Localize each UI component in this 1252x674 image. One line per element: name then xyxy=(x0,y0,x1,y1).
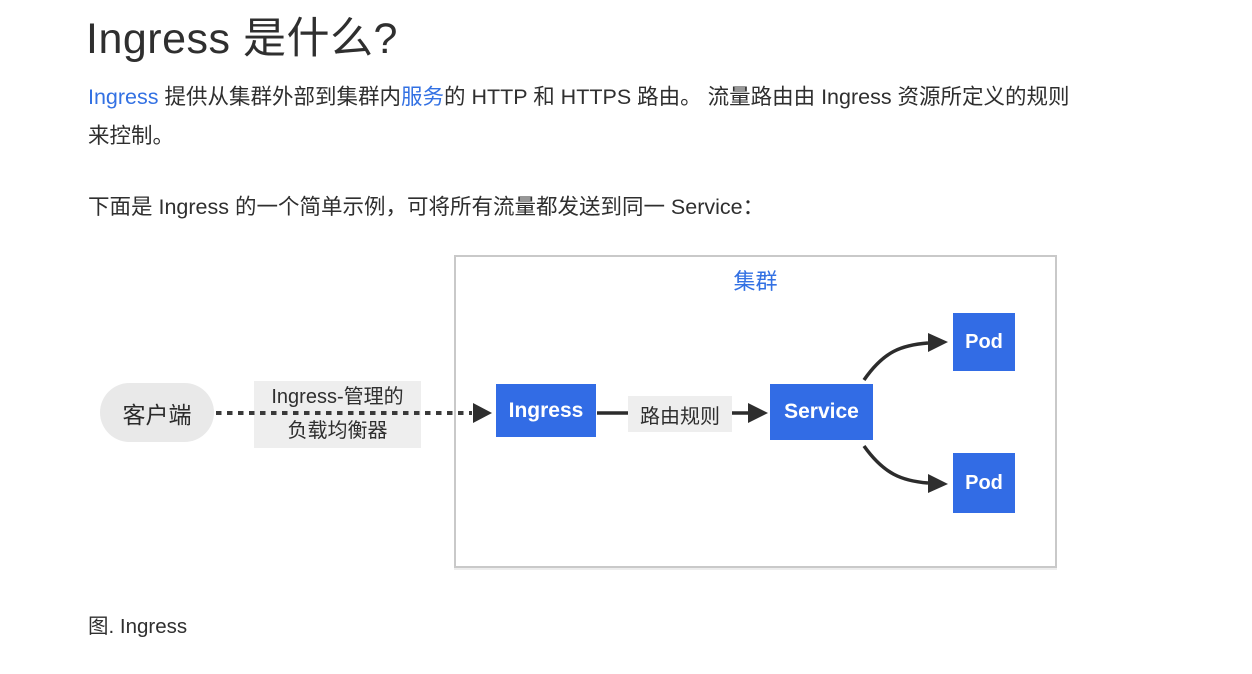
example-lead-text: 下面是 Ingress 的一个简单示例，可将所有流量都发送到同一 Service… xyxy=(88,195,765,219)
client-node: 客户端 xyxy=(100,383,214,442)
ingress-node-label: Ingress xyxy=(508,398,584,422)
intro-text-1: 提供从集群外部到集群内 xyxy=(158,85,401,109)
pod-node-top-label: Pod xyxy=(965,330,1003,353)
pod-node-top: Pod xyxy=(953,313,1015,371)
load-balancer-label: Ingress-管理的 负载均衡器 xyxy=(254,381,421,448)
load-balancer-label-line2: 负载均衡器 xyxy=(287,419,388,442)
load-balancer-label-line1: Ingress-管理的 xyxy=(271,386,404,408)
ingress-link[interactable]: Ingress xyxy=(88,85,159,109)
figure-caption: 图. Ingress xyxy=(88,615,188,638)
service-link[interactable]: 服务 xyxy=(401,85,445,109)
service-node-label: Service xyxy=(784,400,859,423)
ingress-node: Ingress xyxy=(496,384,596,437)
intro-paragraph: Ingress 提供从集群外部到集群内服务的 HTTP 和 HTTPS 路由。 … xyxy=(88,78,1080,156)
page-title: Ingress 是什么? xyxy=(86,15,398,63)
client-node-label: 客户端 xyxy=(122,401,192,428)
cluster-label: 集群 xyxy=(733,269,778,294)
pod-node-bottom-label: Pod xyxy=(965,471,1003,494)
route-rule-label: 路由规则 xyxy=(628,396,732,432)
service-node: Service xyxy=(770,384,873,440)
pod-node-bottom: Pod xyxy=(953,453,1015,513)
intro-text-2: 的 HTTP 和 HTTPS 路由。 流量路由由 Ingress 资源所定义的规… xyxy=(88,85,1070,148)
route-rule-label-text: 路由规则 xyxy=(640,405,720,428)
